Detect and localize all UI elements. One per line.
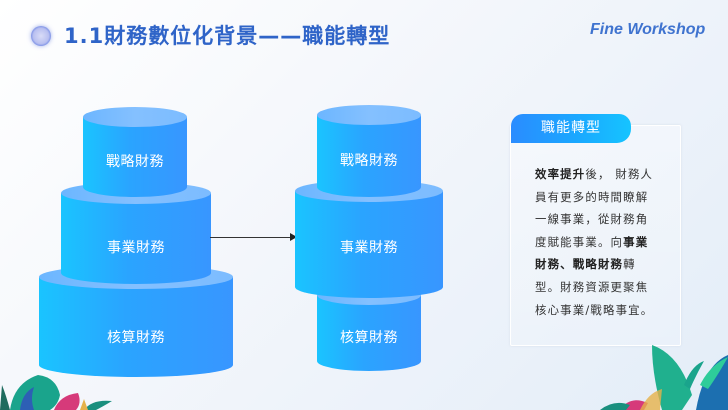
title-bullet-icon	[31, 26, 51, 46]
leaf-icon	[84, 400, 112, 410]
leaf-icon	[80, 399, 88, 410]
info-card-title: 職能轉型	[541, 120, 601, 136]
arrow-head-icon	[290, 233, 297, 241]
page-title: 1.1財務數位化背景——職能轉型	[64, 24, 391, 48]
left-tier-accounting: 核算財務	[39, 265, 233, 377]
leaf-icon	[684, 361, 704, 389]
text-bold: 效率提升	[535, 167, 586, 181]
right-tier-strategic: 戰略財務	[317, 105, 421, 197]
leaf-icon	[10, 375, 60, 410]
left-tier-business: 事業財務	[61, 182, 211, 284]
leaf-icon	[0, 385, 10, 410]
text-normal: 後， 財務人員有更多的時間瞭解一線事業，從財務角度賦能事業。向	[535, 167, 654, 249]
right-tier-business: 事業財務	[295, 180, 443, 298]
leaves-left-decoration	[0, 375, 112, 410]
tier-label: 戰略財務	[106, 154, 164, 170]
info-card	[510, 125, 681, 346]
leaves-right-decoration	[600, 345, 728, 410]
tier-label: 事業財務	[107, 240, 165, 256]
leaf-icon	[652, 345, 692, 410]
info-card-tab	[511, 114, 631, 143]
tier-label: 核算財務	[107, 330, 165, 346]
tier-label: 核算財務	[340, 330, 398, 346]
leaf-icon	[700, 357, 728, 389]
transition-arrow	[210, 237, 294, 238]
tier-label: 戰略財務	[340, 153, 398, 169]
leaf-icon	[20, 387, 34, 410]
brand-logo: Fine Workshop	[590, 21, 706, 38]
left-tier-strategic: 戰略財務	[83, 107, 187, 197]
text-bold: 事業財務、戰略財務	[535, 234, 649, 272]
info-card-body: 效率提升後， 財務人員有更多的時間瞭解一線事業，從財務角度賦能事業。向事業財務、…	[535, 163, 655, 321]
text-normal: 轉型。財務資源更聚焦核心事業/戰略事宜。	[535, 257, 654, 317]
leaf-icon	[600, 402, 630, 410]
leaf-icon	[54, 393, 80, 410]
tier-label: 事業財務	[340, 240, 398, 256]
leaf-icon	[640, 389, 662, 410]
